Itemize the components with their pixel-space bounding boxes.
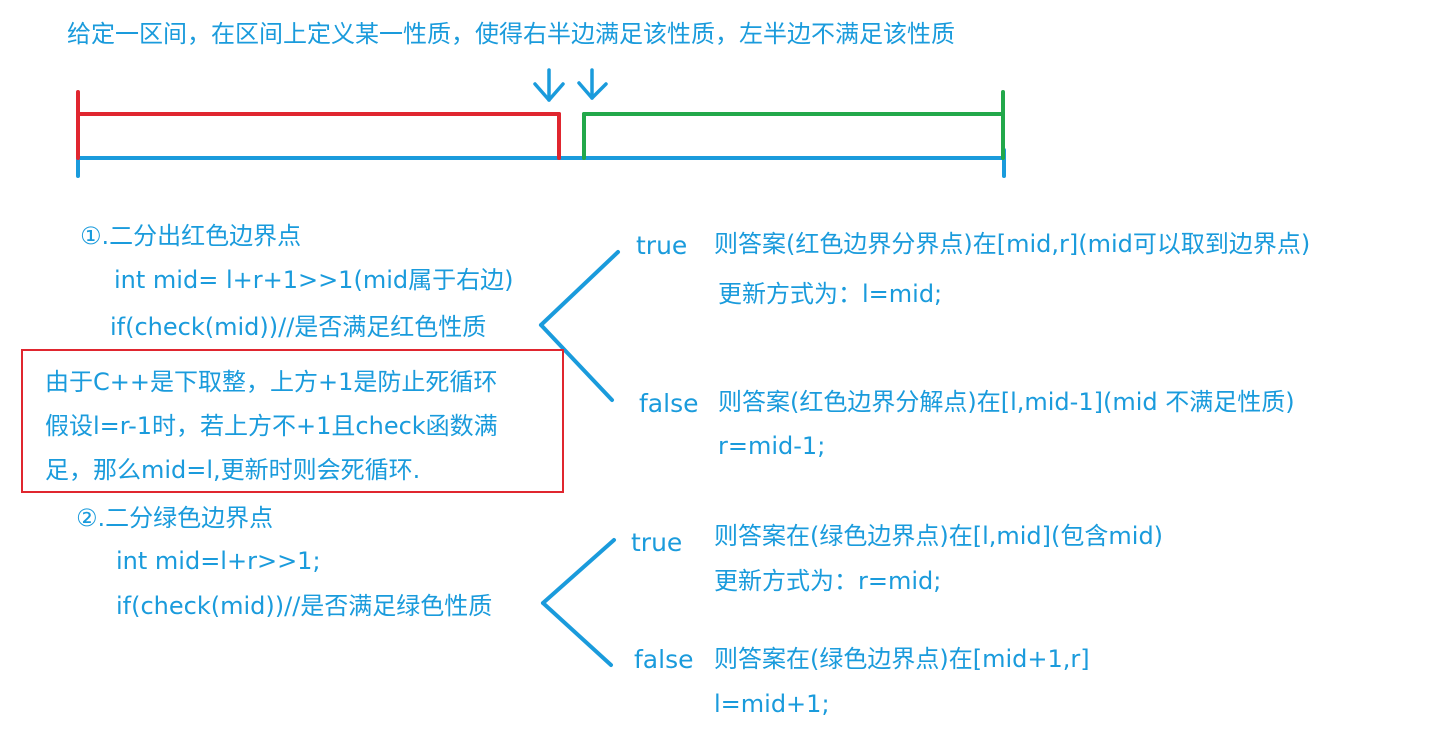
red-segment <box>76 90 561 160</box>
section2-false-update: l=mid+1; <box>714 690 830 718</box>
section2-title: ②.二分绿色边界点 <box>76 504 274 532</box>
section2-true-label: true <box>631 528 683 557</box>
section1-true-answer: 则答案(红色边界分界点)在[mid,r](mid可以取到边界点) <box>714 230 1311 258</box>
green-segment <box>582 90 1005 160</box>
section2-code-mid: int mid=l+r>>1; <box>116 547 321 575</box>
section1-title: ①.二分出红色边界点 <box>80 222 302 250</box>
section1-false-label: false <box>639 389 699 418</box>
page-title: 给定一区间，在区间上定义某一性质，使得右半边满足该性质，左半边不满足该性质 <box>67 20 955 48</box>
section1-false-update: r=mid-1; <box>718 432 826 460</box>
branch1-true-line <box>539 250 620 327</box>
green-boundary-arrow-icon <box>577 68 608 100</box>
section2-true-answer: 则答案在(绿色边界点)在[l,mid](包含mid) <box>714 522 1164 550</box>
section2-false-label: false <box>634 645 694 674</box>
note-line-2: 假设l=r-1时，若上方不+1且check函数满 <box>45 412 498 440</box>
boundary-arrows <box>533 68 608 102</box>
note-line-1: 由于C++是下取整，上方+1是防止死循环 <box>45 368 498 396</box>
base-interval <box>76 148 1006 178</box>
branch-lines-section2 <box>541 538 616 667</box>
branch1-false-line <box>539 323 614 402</box>
section2-false-answer: 则答案在(绿色边界点)在[mid+1,r] <box>714 645 1090 673</box>
branch2-false-line <box>541 601 613 667</box>
note-line-3: 足，那么mid=l,更新时则会死循环. <box>45 456 421 484</box>
section1-code-if: if(check(mid))//是否满足红色性质 <box>110 313 487 341</box>
section1-true-label: true <box>636 231 688 260</box>
note-box: 由于C++是下取整，上方+1是防止死循环 假设l=r-1时，若上方不+1且che… <box>21 349 564 493</box>
section1-code-mid: int mid= l+r+1>>1(mid属于右边) <box>114 266 514 294</box>
section1-false-answer: 则答案(红色边界分解点)在[l,mid-1](mid 不满足性质) <box>718 388 1295 416</box>
branch2-true-line <box>541 538 616 605</box>
red-boundary-arrow-icon <box>533 68 565 102</box>
section2-true-update: 更新方式为：r=mid; <box>714 567 942 595</box>
section1-true-update: 更新方式为：l=mid; <box>718 280 943 308</box>
branch-lines-section1 <box>539 250 620 402</box>
section2-code-if: if(check(mid))//是否满足绿色性质 <box>116 592 493 620</box>
